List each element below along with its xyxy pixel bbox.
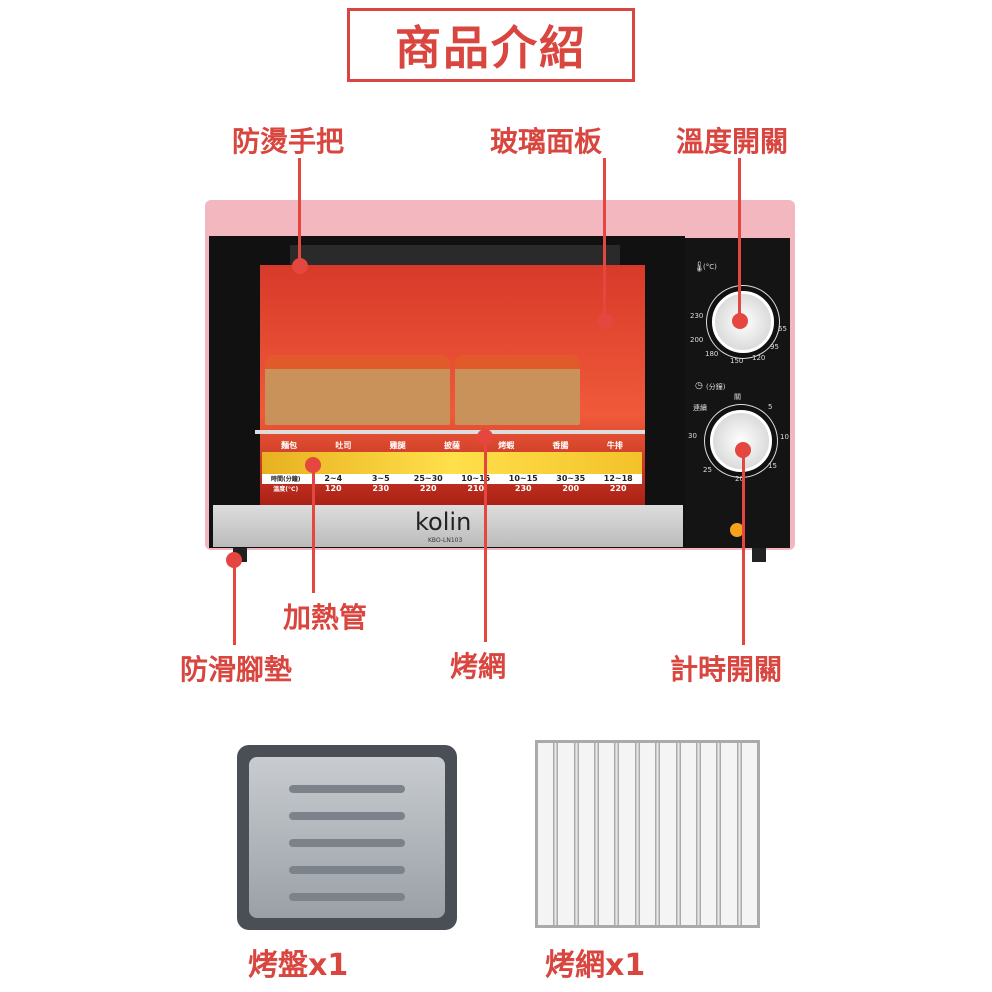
temp-tick: 150 [730, 357, 744, 365]
temp: 220 [609, 484, 627, 493]
time-label: 時間(分鐘) [271, 476, 301, 483]
temp: 200 [562, 484, 580, 493]
time: 10~15 [508, 474, 538, 483]
control-panel [685, 238, 790, 548]
temp-tick: 200 [690, 336, 704, 344]
food: 雞腿 [389, 441, 406, 450]
temp: 210 [467, 484, 485, 493]
grill-rack [535, 740, 760, 928]
temp-unit: (°C) [703, 263, 717, 271]
page-title: 商品介紹 [347, 8, 635, 82]
model-number: KBO-LN103 [428, 537, 463, 544]
foot [752, 548, 766, 562]
temp: 230 [514, 484, 532, 493]
timer-tick: 5 [768, 403, 773, 411]
timer-tick: 25 [703, 466, 712, 474]
temp-tick: 120 [752, 354, 766, 362]
toast [265, 355, 450, 425]
power-indicator-light [730, 523, 744, 537]
timer-unit: (分鐘) [706, 383, 726, 391]
temp-label: 溫度(°C) [273, 486, 299, 493]
rack-caption: 烤網x1 [545, 948, 646, 983]
timer-tick: 20 [735, 475, 744, 483]
food: 吐司 [335, 441, 352, 450]
time: 12~18 [603, 474, 633, 483]
label-handle: 防燙手把 [232, 125, 345, 158]
food: 麵包 [281, 441, 298, 450]
thermometer-icon: 🌡 [693, 262, 706, 273]
timer-tick: 10 [780, 433, 789, 441]
temp: 230 [372, 484, 390, 493]
timer-tick: 連續 [693, 404, 707, 412]
time: 30~35 [556, 474, 586, 483]
tray-caption: 烤盤x1 [248, 948, 349, 983]
timer-tick: 15 [768, 462, 777, 470]
time: 10~15 [461, 474, 491, 483]
temp-tick: 230 [690, 312, 704, 320]
time: 2~4 [324, 474, 343, 483]
food: 披薩 [443, 441, 460, 450]
food-icons-strip [262, 452, 642, 474]
food: 牛排 [606, 441, 623, 450]
label-timer-switch: 計時開關 [670, 653, 783, 686]
food: 香腸 [552, 441, 569, 450]
food-table: 麵包 吐司 雞腿 披薩 烤蝦 香腸 牛排 時間(分鐘) 2~4 3~5 25~3… [262, 440, 642, 500]
timer-tick: 30 [688, 432, 697, 440]
clock-icon: ◷ [695, 381, 703, 391]
label-glass-panel: 玻璃面板 [490, 125, 603, 158]
label-temp-switch: 溫度開關 [676, 125, 789, 158]
label-heating-tube: 加熱管 [283, 601, 368, 634]
temp: 220 [419, 484, 437, 493]
time: 25~30 [413, 474, 443, 483]
temp-tick: 65 [778, 325, 787, 333]
baking-tray [237, 745, 457, 930]
temp-tick: 95 [770, 343, 779, 351]
temp-tick: 180 [705, 350, 719, 358]
brand-logo: kolin [415, 508, 472, 536]
label-grill-rack: 烤網 [450, 650, 507, 683]
time: 3~5 [371, 474, 390, 483]
steel-base [213, 505, 683, 547]
timer-knob[interactable] [710, 410, 772, 472]
label-anti-slip-feet: 防滑腳墊 [180, 653, 293, 686]
temp: 120 [324, 484, 342, 493]
timer-tick: 關 [734, 393, 741, 401]
food: 烤蝦 [498, 441, 515, 450]
toast [455, 355, 580, 425]
grill-rack-bar [255, 430, 645, 434]
